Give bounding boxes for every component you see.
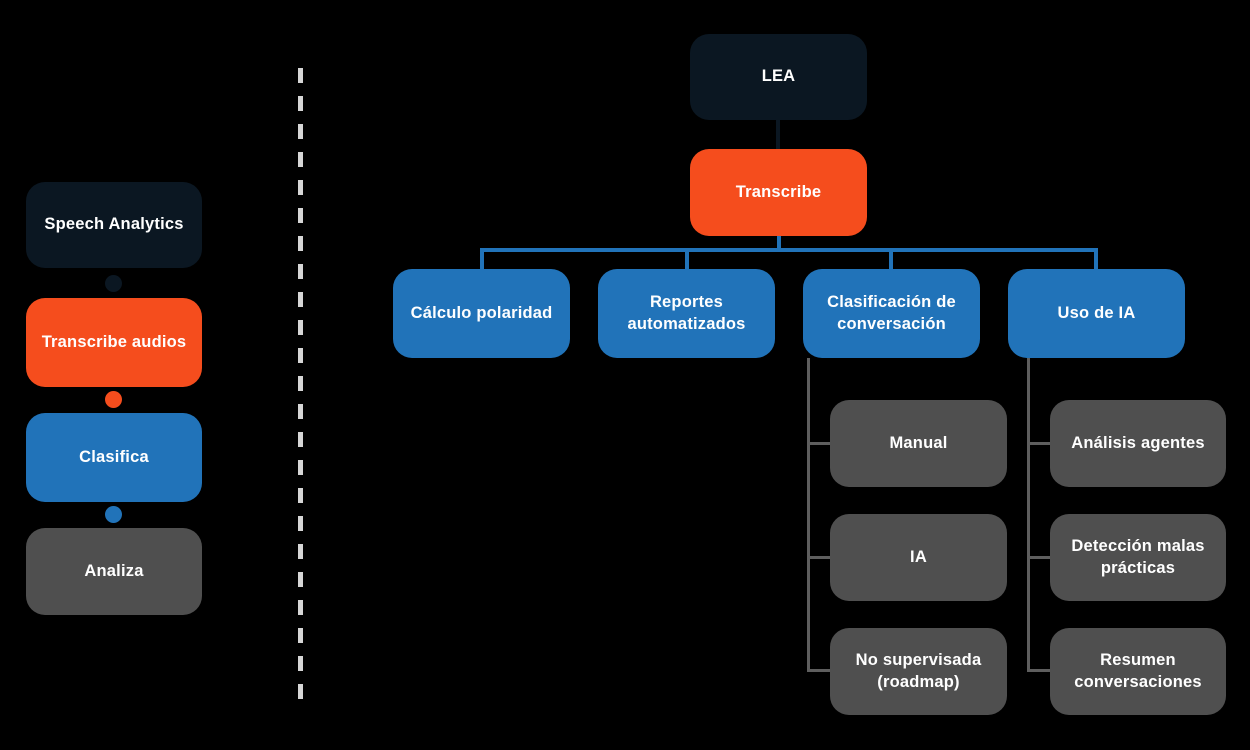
connector-uso-ia-vertical bbox=[1027, 358, 1030, 672]
tree-node-manual: Manual bbox=[830, 400, 1007, 487]
tree-node-reportes-automatizados: Reportes automatizados bbox=[598, 269, 775, 358]
tree-node-resumen-conversaciones: Resumen conversaciones bbox=[1050, 628, 1226, 715]
connector-stub-uso-ia bbox=[1094, 250, 1098, 270]
connector-stub-analisis-agentes bbox=[1027, 442, 1050, 445]
connector-stub-clasificacion bbox=[889, 250, 893, 270]
connector-lea-transcribe bbox=[776, 120, 780, 150]
tree-node-calculo-polaridad: Cálculo polaridad bbox=[393, 269, 570, 358]
tree-node-no-supervisada: No supervisada (roadmap) bbox=[830, 628, 1007, 715]
connector-clasificacion-vertical bbox=[807, 358, 810, 672]
flow-connector-dot-blue bbox=[105, 506, 122, 523]
connector-stub-reportes bbox=[685, 250, 689, 270]
connector-stub-ia bbox=[807, 556, 830, 559]
tree-node-deteccion-malas-practicas: Detección malas prácticas bbox=[1050, 514, 1226, 601]
connector-stub-manual bbox=[807, 442, 830, 445]
flow-node-speech-analytics: Speech Analytics bbox=[26, 182, 202, 268]
connector-branch-bar bbox=[480, 248, 1098, 252]
tree-node-analisis-agentes: Análisis agentes bbox=[1050, 400, 1226, 487]
tree-node-uso-de-ia: Uso de IA bbox=[1008, 269, 1185, 358]
tree-node-transcribe: Transcribe bbox=[690, 149, 867, 236]
connector-transcribe-branches bbox=[777, 236, 781, 250]
dashed-divider bbox=[298, 68, 303, 710]
tree-root-lea: LEA bbox=[690, 34, 867, 120]
connector-stub-calculo bbox=[480, 250, 484, 270]
flow-node-transcribe-audios: Transcribe audios bbox=[26, 298, 202, 387]
flow-node-analiza: Analiza bbox=[26, 528, 202, 615]
connector-stub-resumen bbox=[1027, 669, 1050, 672]
flow-connector-dot-orange bbox=[105, 391, 122, 408]
connector-stub-no-supervisada bbox=[807, 669, 830, 672]
tree-node-clasificacion-conversacion: Clasificación de conversación bbox=[803, 269, 980, 358]
flow-node-clasifica: Clasifica bbox=[26, 413, 202, 502]
tree-node-ia: IA bbox=[830, 514, 1007, 601]
connector-stub-deteccion bbox=[1027, 556, 1050, 559]
flow-connector-dot-navy bbox=[105, 275, 122, 292]
